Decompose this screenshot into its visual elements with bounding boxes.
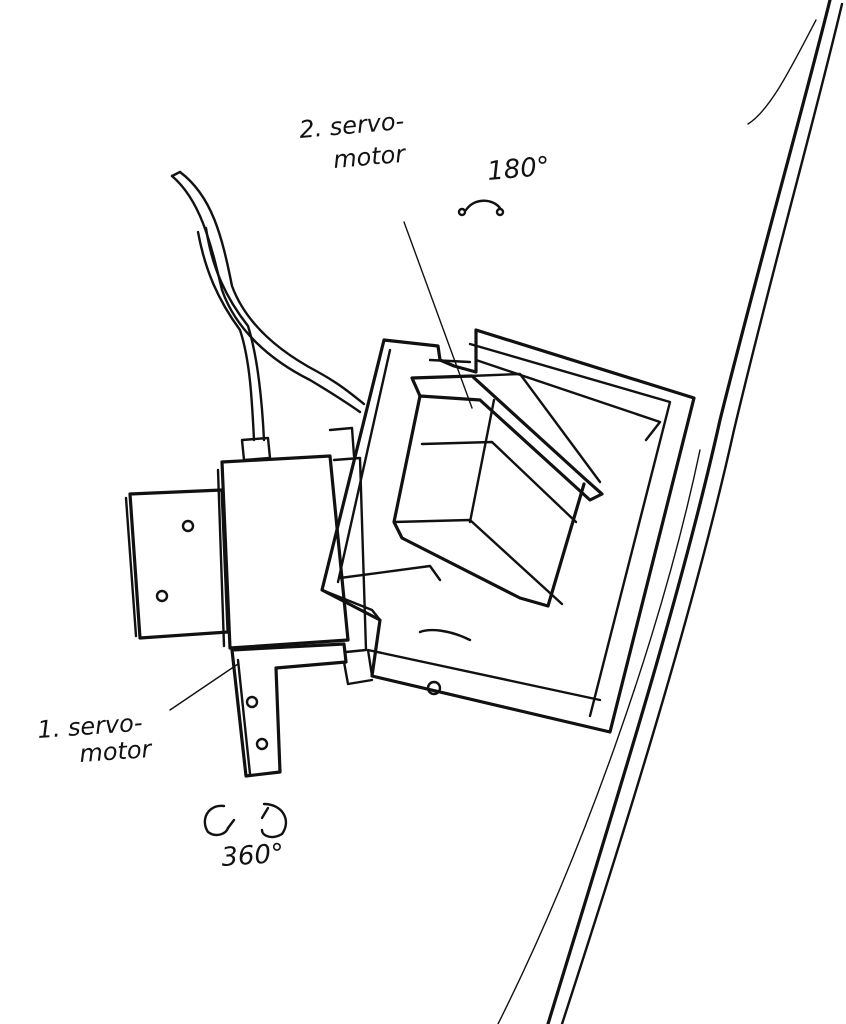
servo-cable [170, 170, 366, 462]
servo-2-leader-line [403, 221, 473, 409]
bracket-screw-hole [155, 589, 169, 603]
bracket-screw-hole [255, 737, 269, 751]
bracket-screw-hole [245, 695, 259, 709]
servo-1-leader-line [169, 663, 239, 711]
rotate-arrow-icon [457, 199, 505, 217]
lower-bracket [230, 642, 374, 778]
servo-1-label-line2: motor [78, 735, 154, 768]
servo-2-label-line1: 2. servo- [298, 107, 405, 144]
rotate-arrows-icon [203, 802, 288, 839]
servo-2-angle-label: 180° [486, 152, 551, 187]
frame-screw-hole [426, 680, 442, 696]
bracket-screw-hole [181, 519, 195, 533]
servo-1-angle-label: 360° [220, 839, 285, 873]
first-servo-body [124, 426, 368, 654]
servo-2-label-line2: motor [332, 140, 408, 174]
servo-frame [320, 328, 696, 734]
second-servo-body [392, 358, 604, 608]
wall-edge [497, 0, 844, 1024]
